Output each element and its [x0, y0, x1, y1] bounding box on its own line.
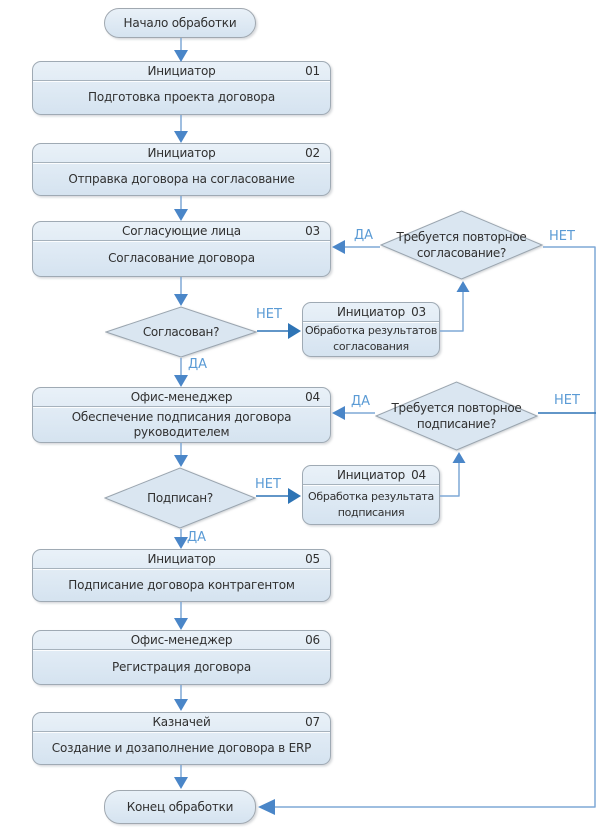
edge-label-no-repeat-approval: НЕТ [549, 229, 575, 244]
side-step-04: Инициатор 04 Обработка результата подпис… [302, 465, 440, 525]
step-04-line1: Обеспечение подписания договора [71, 409, 292, 424]
step-07-role: Казначей [152, 715, 211, 729]
connector-side04-to-repeat-signing [440, 452, 466, 497]
diamond-shape [104, 467, 256, 529]
edge-label-no-agreed: НЕТ [256, 307, 282, 322]
step-04-header: Офис-менеджер 04 [33, 388, 330, 407]
end-node-label: Конец обработки [126, 800, 234, 814]
side-step-03-role: Инициатор [336, 305, 406, 319]
diamond-shape [105, 306, 257, 358]
side-step-04-body: Обработка результата подписания [303, 485, 439, 524]
step-04-role: Офис-менеджер [130, 390, 233, 404]
step-01: Инициатор 01 Подготовка проекта договора [32, 61, 331, 115]
side-step-03-header: Инициатор 03 [303, 303, 439, 322]
connector-05-to-06 [174, 602, 188, 630]
side-step-03-line1: Обработка результатов [304, 324, 438, 337]
step-06-header: Офис-менеджер 06 [33, 631, 330, 650]
decision-signed-text: Подписан? [147, 491, 213, 505]
step-04-body: Обеспечение подписания договора руководи… [33, 407, 330, 442]
side-step-03-line2: согласования [333, 340, 409, 353]
start-node-label: Начало обработки [123, 16, 237, 30]
step-07: Казначей 07 Создание и дозаполнение дого… [32, 712, 331, 765]
step-03-number: 03 [305, 224, 320, 238]
step-01-role: Инициатор [147, 64, 216, 78]
side-step-04-line1: Обработка результата [308, 489, 434, 503]
decision-repeat-signing: Требуется повторное подписание? [375, 381, 538, 451]
connector-07-to-end [174, 765, 188, 789]
step-03-header: Согласующие лица 03 [33, 222, 330, 241]
step-02-header: Инициатор 02 [33, 144, 330, 163]
step-06-body: Регистрация договора [33, 650, 330, 684]
step-01-line: Подготовка проекта договора [88, 90, 275, 104]
step-05-header: Инициатор 05 [33, 550, 330, 569]
step-01-number: 01 [305, 64, 320, 78]
step-06-role: Офис-менеджер [130, 633, 233, 647]
side-step-04-header: Инициатор 04 [303, 466, 439, 485]
step-02-body: Отправка договора на согласование [33, 163, 330, 195]
step-04: Офис-менеджер 04 Обеспечение подписания … [32, 387, 331, 443]
connector-agreed-yes-to-04 [174, 358, 188, 387]
decision-agreed-text: Согласован? [142, 325, 220, 339]
side-step-04-role: Инициатор [336, 468, 406, 482]
connector-side03-to-repeat-approval [440, 281, 470, 332]
connector-start-to-01 [174, 38, 188, 62]
end-node: Конец обработки [104, 790, 256, 824]
step-05: Инициатор 05 Подписание договора контраг… [32, 549, 331, 602]
decision-repeat-approval-text: Требуется повторное согласование? [396, 230, 527, 260]
connector-03-to-decision-agreed [174, 277, 188, 306]
edge-label-no-signed: НЕТ [255, 477, 281, 492]
step-06: Офис-менеджер 06 Регистрация договора [32, 630, 331, 685]
side-step-03: Инициатор 03 Обработка результатов согла… [302, 302, 440, 357]
edge-label-yes-signed: ДА [187, 530, 207, 545]
step-03: Согласующие лица 03 Согласование договор… [32, 221, 331, 277]
connector-01-to-02 [174, 115, 188, 143]
step-07-body: Создание и дозаполнение договора в ERP [33, 732, 330, 764]
edge-label-yes-repeat-signing: ДА [351, 394, 371, 409]
decision-repeat-approval: Требуется повторное согласование? [380, 210, 543, 280]
step-02-role: Инициатор [147, 146, 216, 160]
step-05-number: 05 [305, 552, 320, 566]
step-06-number: 06 [305, 633, 320, 647]
start-node: Начало обработки [104, 8, 256, 38]
step-06-line: Регистрация договора [112, 659, 251, 674]
step-03-body: Согласование договора [33, 241, 330, 276]
step-03-line: Согласование договора [108, 251, 255, 265]
connector-signed-yes-to-05 [174, 529, 188, 549]
step-05-role: Инициатор [147, 552, 216, 566]
step-01-header: Инициатор 01 [33, 62, 330, 81]
step-04-line2: руководителем [133, 424, 230, 439]
step-04-number: 04 [305, 390, 320, 404]
decision-repeat-signing-text: Требуется повторное подписание? [391, 401, 522, 431]
step-07-number: 07 [305, 715, 320, 729]
step-07-line: Создание и дозаполнение договора в ERP [51, 740, 312, 755]
connector-agreed-no-to-side03 [257, 323, 301, 339]
step-01-body: Подготовка проекта договора [33, 81, 330, 114]
decision-agreed: Согласован? [105, 306, 257, 358]
connector-04-to-decision-signed [174, 443, 188, 467]
edge-label-yes-repeat-approval: ДА [354, 228, 374, 243]
connector-06-to-07 [174, 685, 188, 711]
decision-signed: Подписан? [104, 467, 256, 529]
step-05-line: Подписание договора контрагентом [68, 577, 295, 592]
step-02: Инициатор 02 Отправка договора на соглас… [32, 143, 331, 196]
connector-02-to-03 [174, 196, 188, 221]
step-02-line: Отправка договора на согласование [68, 171, 295, 186]
edge-label-yes-agreed: ДА [188, 357, 208, 372]
step-07-header: Казначей 07 [33, 713, 330, 732]
edge-label-no-repeat-signing: НЕТ [554, 393, 580, 408]
step-02-number: 02 [305, 146, 320, 160]
side-step-04-number: 04 [411, 468, 426, 482]
side-step-03-number: 03 [411, 305, 426, 319]
step-03-role: Согласующие лица [122, 224, 241, 238]
side-step-04-line2: подписания [337, 505, 405, 519]
step-05-body: Подписание договора контрагентом [33, 569, 330, 601]
side-step-03-body: Обработка результатов согласования [303, 322, 439, 356]
